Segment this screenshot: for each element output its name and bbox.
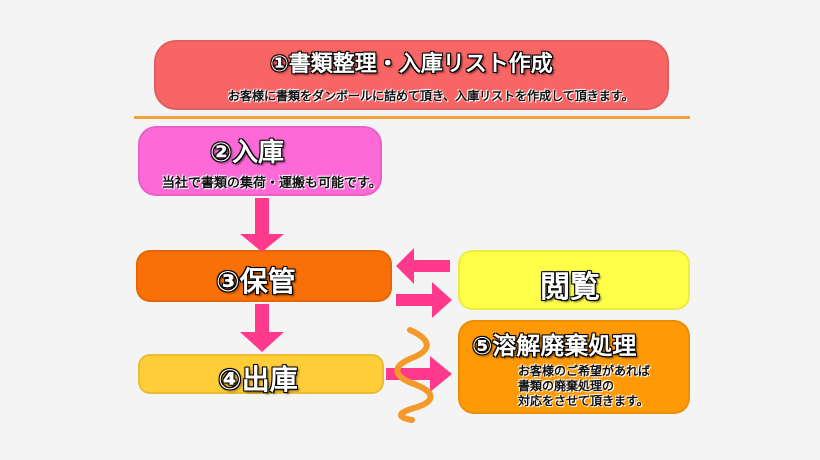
- arrow-right-step3-to-view: [396, 282, 452, 318]
- step5-description-line-1: お客様のご希望があれば: [518, 364, 651, 378]
- arrow-left-view-to-step3: [396, 248, 450, 284]
- arrow-down-step2-to-step3: [240, 198, 284, 252]
- step2-box: ②入庫 当社で書類の集荷・運搬も可能です。: [138, 126, 382, 196]
- step1-description: お客様に書類をダンボールに詰めて頂き、入庫リストを作成して頂きます。: [228, 89, 634, 103]
- step5-description-line-2: 書類の廃棄処理の: [518, 379, 615, 393]
- view-title: 閲覧: [540, 270, 600, 305]
- step3-box: ③保管: [136, 250, 392, 302]
- step5-title: ⑤溶解廃棄処理: [472, 332, 637, 360]
- divider-line: [134, 116, 690, 119]
- step2-description: 当社で書類の集荷・運搬も可能です。: [162, 176, 382, 191]
- wavy-line: [394, 327, 434, 423]
- step1-box: ①書類整理・入庫リスト作成 お客様に書類をダンボールに詰めて頂き、入庫リストを作…: [154, 40, 669, 110]
- step3-title: ③保管: [216, 265, 296, 298]
- step5-description-line-3: 対応をさせて頂きます。: [518, 394, 649, 408]
- step4-box: ④出庫: [138, 354, 384, 396]
- step1-title: ①書類整理・入庫リスト作成: [270, 52, 553, 77]
- step5-box: ⑤溶解廃棄処理 お客様のご希望があれば 書類の廃棄処理の 対応をさせて頂きます。: [458, 320, 690, 414]
- view-box: 閲覧: [458, 250, 690, 310]
- step4-title: ④出庫: [218, 363, 298, 396]
- step2-title: ②入庫: [210, 138, 285, 168]
- arrow-down-step3-to-step4: [240, 304, 284, 352]
